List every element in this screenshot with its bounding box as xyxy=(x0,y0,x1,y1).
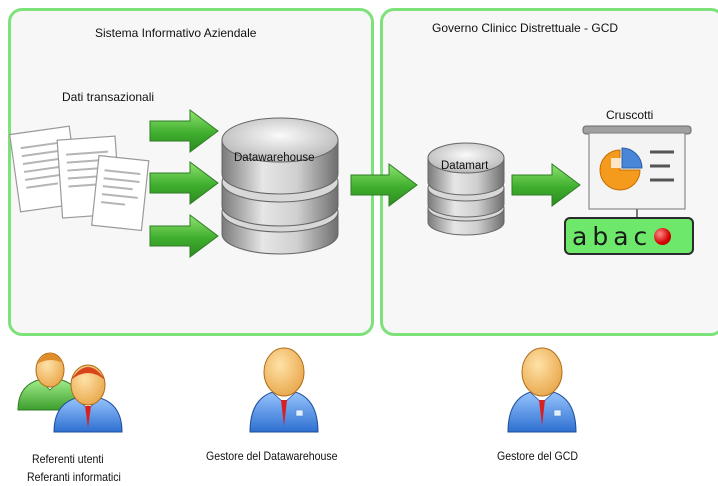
datawarehouse-database-icon xyxy=(221,117,339,255)
dw-manager-label: Gestore del Datawarehouse xyxy=(206,449,338,463)
users-label-line2: Referanti informatici xyxy=(27,470,121,484)
source-data-label: Dati transazionali xyxy=(62,90,155,104)
gcd-manager-person-icon xyxy=(507,347,577,433)
datamart-database-icon xyxy=(427,142,505,236)
datawarehouse-label: Datawarehouse xyxy=(234,152,315,164)
dw-manager-person-icon xyxy=(249,347,319,433)
abaco-logo-text: abac xyxy=(572,221,653,251)
dashboard-board-icon xyxy=(582,125,692,218)
arrow-icon xyxy=(350,163,418,207)
arrow-icon xyxy=(149,109,219,153)
arrow-icon xyxy=(511,163,581,207)
left-panel-title: Sistema Informativo Aziendale xyxy=(95,26,257,40)
gcd-manager-label: Gestore del GCD xyxy=(497,449,579,463)
users-group-icon xyxy=(17,352,123,433)
abaco-red-dot-icon xyxy=(654,227,672,245)
dashboards-label: Cruscotti xyxy=(606,108,654,122)
arrow-icon xyxy=(149,214,219,258)
arrow-icon xyxy=(149,161,219,205)
right-panel-title: Governo Clinicc Distrettuale - GCD xyxy=(432,21,619,35)
documents-icon xyxy=(9,125,150,232)
abaco-logo: abac xyxy=(564,217,694,255)
users-label-line1: Referenti utenti xyxy=(32,452,104,466)
datamart-label: Datamart xyxy=(441,160,489,172)
